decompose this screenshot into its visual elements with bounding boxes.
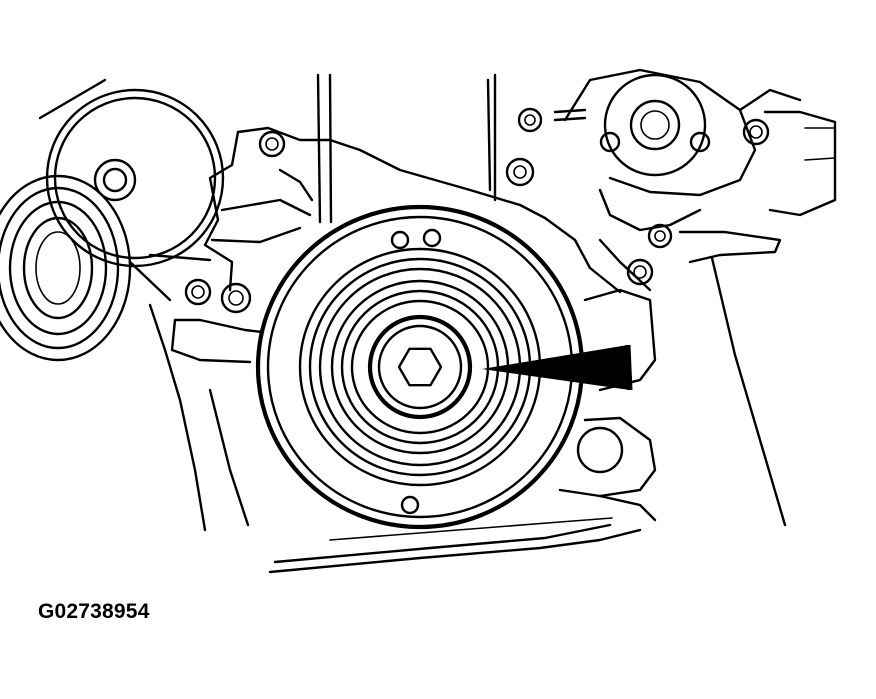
timing-cover <box>268 288 657 574</box>
crankshaft-pulley-bolt <box>367 314 473 420</box>
water-pump <box>486 68 837 294</box>
figure-id-code: G02738954 <box>38 600 150 623</box>
alternator-pulley <box>0 174 132 362</box>
pointer-arrow-icon <box>482 344 633 391</box>
dipstick-tube <box>316 73 333 224</box>
engine-bracket <box>148 126 547 532</box>
